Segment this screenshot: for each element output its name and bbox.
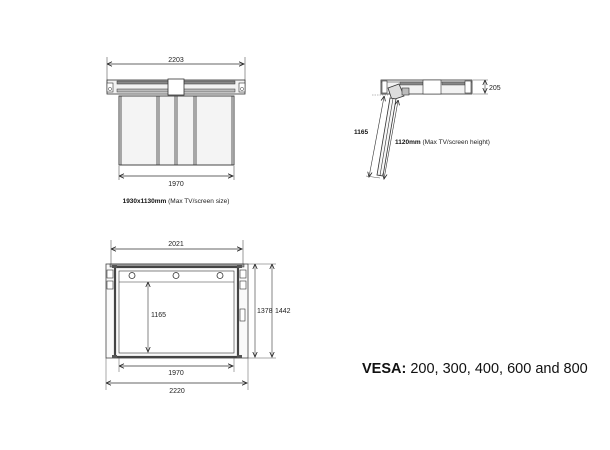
side-view-drawing bbox=[365, 79, 488, 179]
max-screen-size-note: (Max TV/screen size) bbox=[166, 198, 229, 205]
side-view-caption: 1120mm (Max TV/screen height) bbox=[395, 139, 490, 146]
top-view-drawing bbox=[106, 57, 246, 180]
side-depth-label: 205 bbox=[489, 85, 501, 92]
front-overall-height-label: 1442 bbox=[275, 308, 291, 315]
front-view-drawing bbox=[105, 240, 276, 390]
front-frame-height-label: 1378 bbox=[257, 308, 273, 315]
front-inner-height-label: 1165 bbox=[151, 312, 166, 319]
max-screen-height-value: 1120mm bbox=[395, 139, 421, 146]
front-width-inner-label: 1970 bbox=[168, 370, 184, 377]
vesa-label: VESA: bbox=[362, 361, 407, 377]
vesa-compatibility-text: VESA: 200, 300, 400, 600 and 800 bbox=[362, 361, 588, 377]
front-width-top-label: 2021 bbox=[168, 241, 184, 248]
max-screen-size-value: 1930x1130mm bbox=[123, 198, 167, 205]
top-view-caption: 1930x1130mm (Max TV/screen size) bbox=[123, 198, 230, 205]
top-width-inner-label: 1970 bbox=[168, 181, 184, 188]
front-width-overall-label: 2220 bbox=[169, 388, 185, 395]
max-screen-height-note: (Max TV/screen height) bbox=[421, 139, 490, 146]
vesa-values: 200, 300, 400, 600 and 800 bbox=[406, 361, 588, 377]
top-width-overall-label: 2203 bbox=[168, 57, 184, 64]
side-drop-length-label: 1165 bbox=[354, 129, 368, 136]
